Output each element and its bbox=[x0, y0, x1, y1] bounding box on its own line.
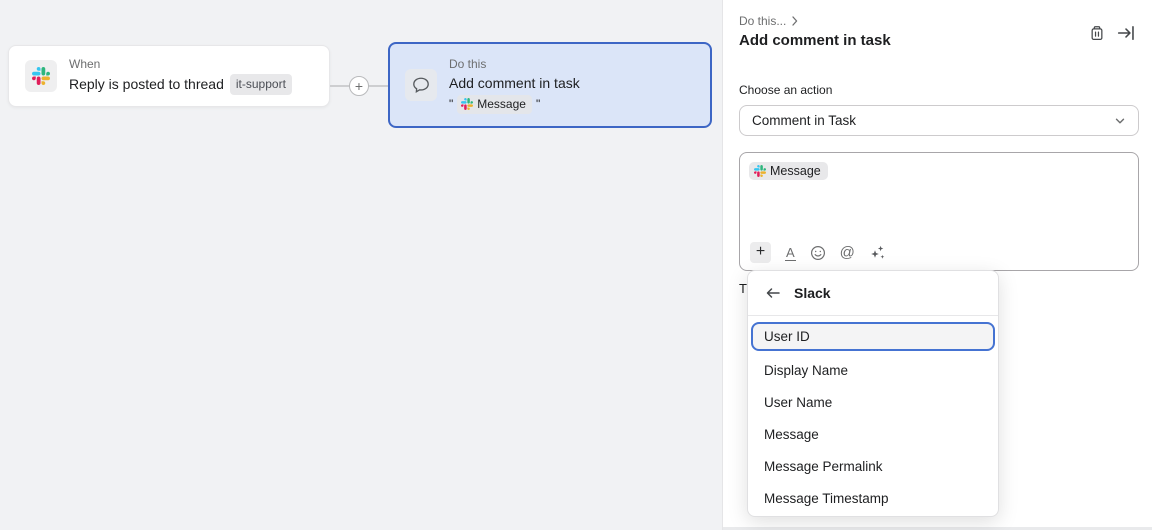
choose-action-label: Choose an action bbox=[739, 83, 832, 97]
do-this-title: Add comment in task bbox=[449, 74, 580, 93]
editor-toolbar: + A @ bbox=[750, 242, 886, 263]
message-variable-chip[interactable]: Message bbox=[749, 162, 828, 180]
variable-picker-menu: Slack User ID Display Name User Name Mes… bbox=[747, 270, 999, 517]
do-this-action-card[interactable]: Do this Add comment in task " Message " bbox=[388, 42, 712, 128]
collapse-panel-icon[interactable] bbox=[1117, 24, 1135, 42]
ai-sparkles-icon[interactable] bbox=[869, 244, 886, 261]
add-step-button[interactable]: + bbox=[349, 76, 369, 96]
when-label: When bbox=[69, 57, 292, 72]
slack-icon bbox=[25, 60, 57, 92]
chevron-right-icon bbox=[792, 16, 798, 26]
obscured-label: T bbox=[739, 281, 747, 296]
message-variable-chip: Message bbox=[457, 95, 532, 114]
mention-icon[interactable]: @ bbox=[840, 244, 855, 261]
menu-item-message[interactable]: Message bbox=[751, 418, 995, 450]
trash-icon[interactable] bbox=[1088, 24, 1106, 42]
when-trigger-card[interactable]: When Reply is posted to thread it-suppor… bbox=[8, 45, 330, 107]
workflow-canvas: When Reply is posted to thread it-suppor… bbox=[0, 0, 722, 530]
action-detail-panel: Do this... Add comment in task Choose an… bbox=[722, 0, 1152, 530]
comment-editor[interactable]: Message + A @ bbox=[739, 152, 1139, 271]
back-arrow-icon[interactable] bbox=[765, 285, 781, 301]
slack-icon bbox=[461, 98, 473, 110]
slack-icon bbox=[754, 165, 766, 177]
menu-item-message-timestamp[interactable]: Message Timestamp bbox=[751, 482, 995, 514]
breadcrumb[interactable]: Do this... bbox=[739, 14, 798, 28]
action-select[interactable]: Comment in Task bbox=[739, 105, 1139, 136]
when-title: Reply is posted to thread it-support bbox=[69, 74, 292, 95]
chevron-down-icon bbox=[1114, 115, 1126, 127]
menu-header: Slack bbox=[748, 271, 998, 316]
menu-list: User ID Display Name User Name Message M… bbox=[748, 316, 998, 518]
emoji-icon[interactable] bbox=[810, 245, 826, 261]
menu-item-user-id[interactable]: User ID bbox=[751, 322, 995, 351]
menu-item-display-name[interactable]: Display Name bbox=[751, 354, 995, 386]
menu-title: Slack bbox=[794, 285, 831, 301]
menu-item-user-name[interactable]: User Name bbox=[751, 386, 995, 418]
action-select-value: Comment in Task bbox=[752, 113, 1114, 128]
insert-variable-button[interactable]: + bbox=[750, 242, 771, 263]
channel-chip: it-support bbox=[230, 74, 292, 95]
page-title: Add comment in task bbox=[739, 32, 891, 49]
text-format-icon[interactable]: A bbox=[785, 245, 796, 261]
menu-item-message-permalink[interactable]: Message Permalink bbox=[751, 450, 995, 482]
do-this-label: Do this bbox=[449, 57, 580, 72]
comment-preview: " Message " bbox=[449, 95, 580, 114]
comment-bubble-icon bbox=[405, 69, 437, 101]
